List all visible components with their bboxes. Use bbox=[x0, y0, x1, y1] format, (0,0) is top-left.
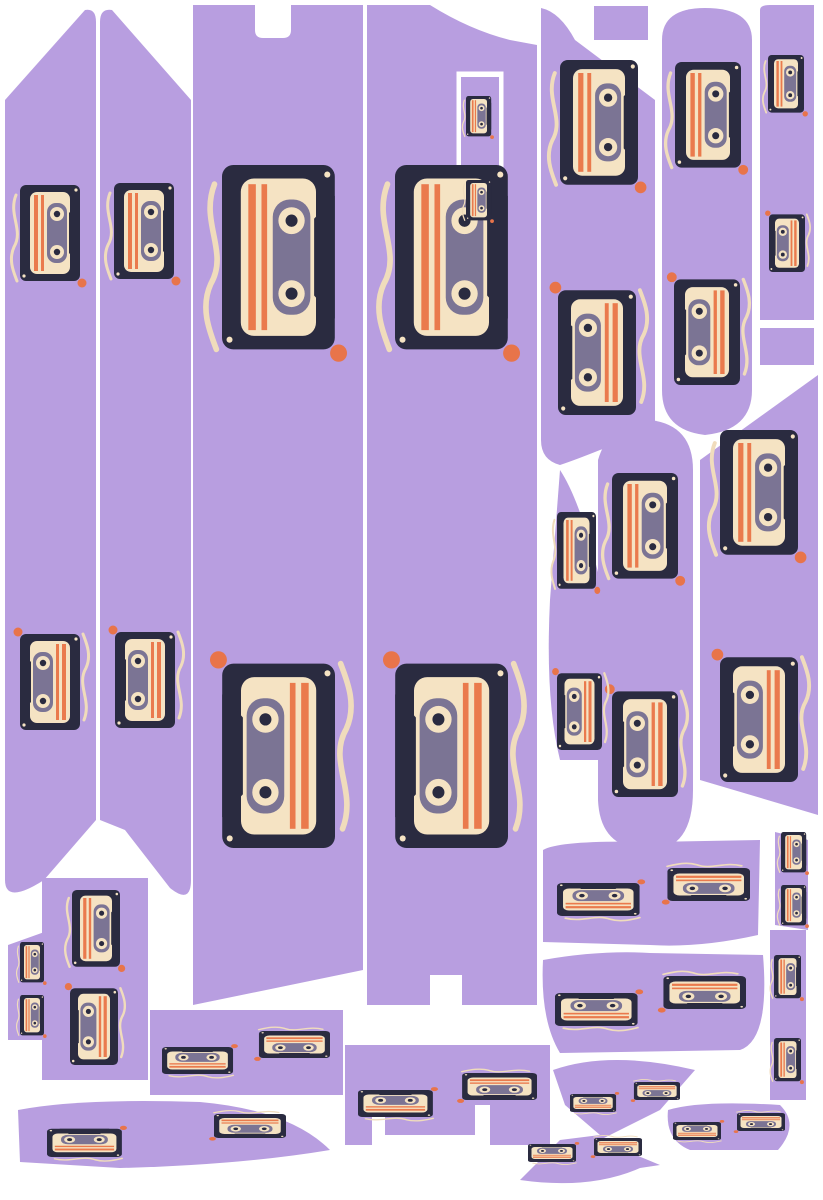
cassette-tape-icon bbox=[15, 994, 48, 1039]
cassette-tape-icon bbox=[547, 279, 650, 417]
cassette-tape-icon bbox=[764, 209, 812, 273]
panel-strip-2 bbox=[100, 9, 191, 895]
cassette-tape-icon bbox=[733, 1109, 786, 1134]
cassette-tape-icon bbox=[45, 1124, 129, 1163]
cassette-tape-icon bbox=[546, 58, 649, 196]
cassette-tape-icon bbox=[769, 1037, 805, 1085]
cassette-tape-icon bbox=[553, 988, 645, 1033]
panel-large-left bbox=[193, 5, 363, 1005]
panel-strip-1 bbox=[5, 9, 96, 893]
cassette-tape-icon bbox=[603, 682, 690, 799]
cassette-tape-icon bbox=[455, 1067, 539, 1105]
cassette-tape-icon bbox=[776, 884, 810, 929]
cassette-tape-icon bbox=[769, 954, 805, 1002]
panel-right-d bbox=[760, 328, 814, 365]
cassette-tape-icon bbox=[15, 941, 48, 986]
cassette-tape-icon bbox=[555, 878, 647, 923]
cassette-tape-icon bbox=[663, 60, 750, 177]
cassette-tape-icon bbox=[660, 861, 752, 906]
cassette-tape-icon bbox=[706, 428, 809, 566]
cassette-tape-icon bbox=[569, 1091, 620, 1116]
cassette-tape-icon bbox=[761, 54, 809, 118]
cassette-tape-icon bbox=[461, 95, 495, 140]
panel-right-c bbox=[760, 5, 814, 320]
cassette-tape-icon bbox=[776, 831, 810, 876]
cassette-tape-icon bbox=[550, 666, 610, 752]
cassette-tape-icon bbox=[600, 471, 687, 588]
cassette-tape-icon bbox=[527, 1141, 580, 1166]
cassette-tape-icon bbox=[160, 1042, 239, 1079]
cassette-tape-icon bbox=[253, 1026, 332, 1063]
cassette-tape-icon bbox=[107, 624, 186, 730]
cassette-tape-icon bbox=[379, 165, 520, 362]
cassette-tape-icon bbox=[9, 183, 89, 289]
cassette-tape-icon bbox=[672, 1119, 725, 1144]
cassette-tape-icon bbox=[12, 626, 91, 732]
cassette-tape-icon bbox=[383, 651, 524, 848]
cassette-tape-icon bbox=[210, 651, 351, 848]
cassette-tape-icon bbox=[103, 181, 182, 287]
cassette-tape-icon bbox=[208, 1109, 288, 1142]
cassette-tape-icon bbox=[656, 969, 748, 1014]
cassette-tape-icon bbox=[63, 888, 127, 974]
panel-mini-top bbox=[594, 6, 648, 40]
cassette-tape-icon bbox=[356, 1085, 440, 1123]
cassette-tape-icon bbox=[63, 981, 127, 1067]
panel-large-right bbox=[367, 5, 537, 1005]
cassette-tape-icon bbox=[206, 165, 347, 362]
cassette-tape-icon bbox=[590, 1134, 643, 1159]
cassette-tape-icon bbox=[709, 646, 812, 784]
cassette-tape-icon bbox=[630, 1078, 681, 1103]
cassette-tape-icon bbox=[665, 270, 752, 387]
panel-mid-bottom-b bbox=[345, 1045, 550, 1145]
cassette-tape-icon bbox=[550, 510, 602, 596]
cassette-tape-icon bbox=[461, 179, 495, 224]
